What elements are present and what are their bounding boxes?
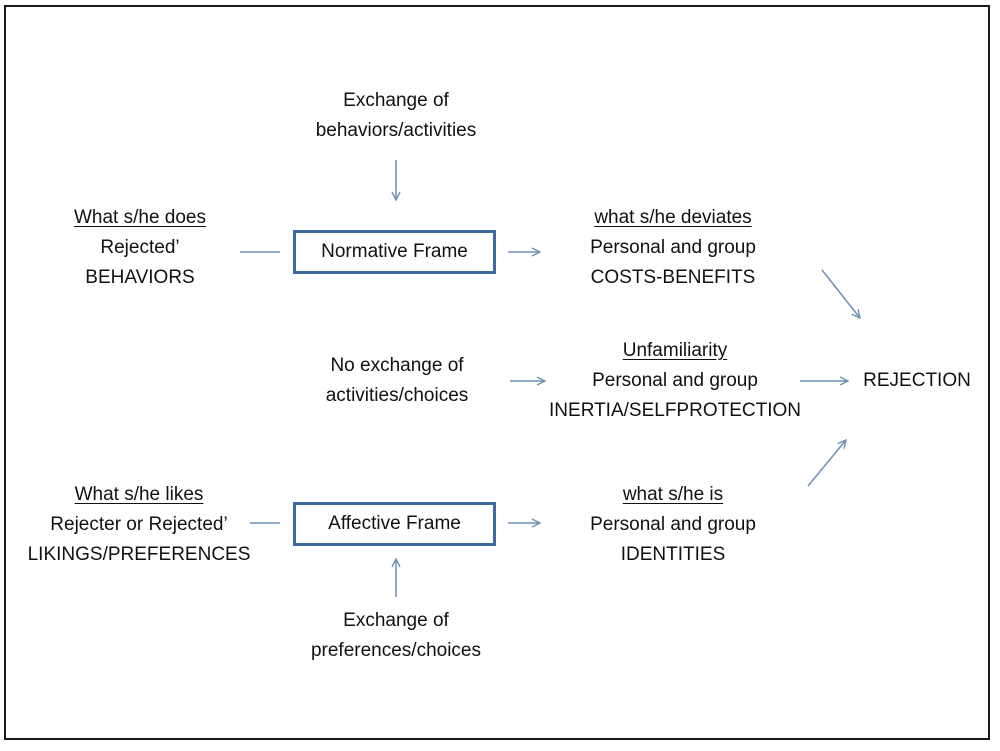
left-bottom-heading: What s/he likes <box>74 484 204 505</box>
left-top-text: What s/he does Rejected’ BEHAVIORS <box>40 203 240 293</box>
right-bottom-line3: IDENTITIES <box>620 544 726 565</box>
right-bottom-text: what s/he is Personal and group IDENTITI… <box>563 480 783 570</box>
middle-center-line3: INERTIA/SELFPROTECTION <box>549 400 801 421</box>
bottom-input-line1: Exchange of <box>343 610 449 631</box>
top-input-line1: Exchange of <box>343 90 449 111</box>
right-top-line3: COSTS-BENEFITS <box>590 267 756 288</box>
middle-center-text: Unfamiliarity Personal and group INERTIA… <box>540 336 810 426</box>
bottom-input-line2: preferences/choices <box>310 640 482 661</box>
affective-frame-box: Affective Frame <box>293 502 496 546</box>
arrow-identities-to-rejection <box>807 440 846 487</box>
normative-frame-label: Normative Frame <box>321 241 468 262</box>
right-top-line2: Personal and group <box>590 237 756 258</box>
left-bottom-line2: Rejecter or Rejected’ <box>50 514 228 535</box>
right-top-text: what s/he deviates Personal and group CO… <box>563 203 783 293</box>
middle-left-line1: No exchange of <box>330 355 464 376</box>
left-top-heading: What s/he does <box>73 207 207 228</box>
arrow-deviates-to-rejection <box>821 269 860 318</box>
affective-frame-label: Affective Frame <box>328 513 461 534</box>
right-top-heading: what s/he deviates <box>594 207 752 228</box>
top-input-text: Exchange of behaviors/activities <box>296 86 496 146</box>
right-bottom-heading: what s/he is <box>622 484 724 505</box>
figure-border <box>4 5 990 740</box>
right-bottom-line2: Personal and group <box>590 514 756 535</box>
bottom-input-text: Exchange of preferences/choices <box>291 606 501 666</box>
left-bottom-text: What s/he likes Rejecter or Rejected’ LI… <box>14 480 264 570</box>
outcome-label: REJECTION <box>863 370 971 391</box>
middle-left-text: No exchange of activities/choices <box>292 351 502 411</box>
middle-center-heading: Unfamiliarity <box>622 340 728 361</box>
middle-center-line2: Personal and group <box>592 370 758 391</box>
middle-left-line2: activities/choices <box>325 385 469 406</box>
top-input-line2: behaviors/activities <box>315 120 477 141</box>
outcome-text: REJECTION <box>852 366 982 396</box>
left-top-line3: BEHAVIORS <box>85 267 195 288</box>
left-top-line2: Rejected’ <box>100 237 180 258</box>
normative-frame-box: Normative Frame <box>293 230 496 274</box>
left-bottom-line3: LIKINGS/PREFERENCES <box>27 544 251 565</box>
